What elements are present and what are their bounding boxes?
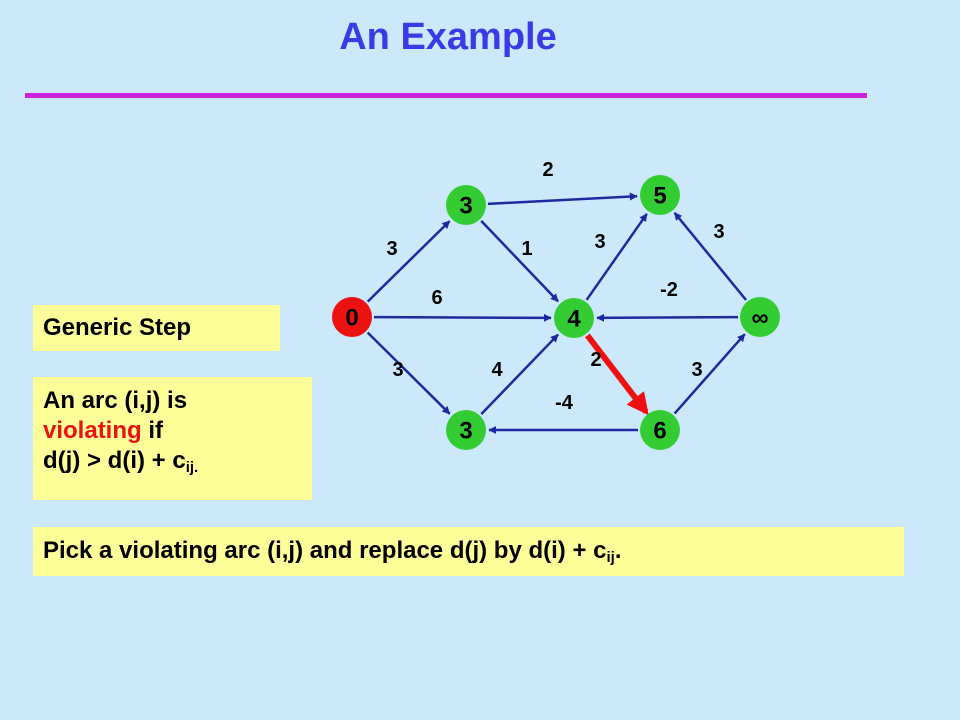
pick-arc-text: Pick a violating arc (i,j) and replace d…: [43, 537, 607, 564]
edge-label-s-e: 3: [392, 359, 403, 381]
violating-line-3: d(j) > d(i) + cij.: [43, 446, 312, 476]
edge-c-f-highlighted: [585, 333, 649, 416]
node-circle-b: [640, 175, 680, 215]
violating-line-1: An arc (i,j) is: [43, 387, 188, 414]
node-circle-f: [640, 410, 680, 450]
edge-label-e-c: 4: [491, 359, 503, 381]
node-f: 6: [640, 410, 680, 450]
edge-label-c-f: 2: [590, 349, 601, 371]
edge-label-d-c: -2: [660, 279, 678, 301]
edge-label-a-b: 2: [542, 159, 553, 181]
edge-label-f-d: 3: [691, 359, 702, 381]
generic-step-box: Generic Step: [33, 305, 280, 351]
edge-s-e: [366, 331, 451, 415]
edge-s-a: [366, 220, 451, 303]
node-a: 3: [446, 185, 486, 225]
edge-label-a-c: 1: [521, 238, 532, 260]
edge-label-c-b: 3: [594, 231, 605, 253]
edge-label-f-e: -4: [555, 392, 574, 414]
edge-d-b: [673, 211, 748, 301]
edge-s-c: [373, 313, 552, 322]
edge-label-s-c: 6: [431, 287, 442, 309]
node-label-c: 4: [567, 306, 581, 333]
node-circle-d: [740, 297, 780, 337]
node-s: 0: [332, 297, 372, 337]
node-circle-s: [332, 297, 372, 337]
node-label-d: ∞: [751, 305, 768, 332]
edge-label-s-a: 3: [386, 238, 397, 260]
node-label-e: 3: [459, 418, 472, 445]
violating-definition-box: An arc (i,j) is violating if d(j) > d(i)…: [33, 377, 312, 500]
generic-step-text: Generic Step: [43, 314, 192, 341]
edge-d-c: [596, 313, 739, 322]
node-b: 5: [640, 175, 680, 215]
title-underline: [25, 93, 867, 98]
node-circle-c: [554, 298, 594, 338]
violating-inequality-subscript: ij.: [185, 459, 199, 476]
violating-inequality: d(j) > d(i) + c: [43, 447, 186, 474]
page-title: An Example: [339, 16, 557, 58]
pick-arc-subscript: ij: [606, 549, 615, 566]
edge-a-c: [480, 220, 560, 303]
edge-a-b: [487, 192, 638, 206]
node-circle-a: [446, 185, 486, 225]
node-e: 3: [446, 410, 486, 450]
pick-arc-box: Pick a violating arc (i,j) and replace d…: [33, 527, 904, 576]
edge-c-b: [585, 213, 648, 301]
edge-e-c: [480, 333, 559, 416]
node-c: 4: [554, 298, 594, 338]
violating-line-2-rest: if: [141, 417, 163, 444]
pick-arc-tail: .: [614, 537, 622, 564]
node-label-s: 0: [345, 305, 358, 332]
node-label-f: 6: [653, 418, 666, 445]
edge-f-d: [673, 333, 746, 415]
node-label-a: 3: [459, 193, 472, 220]
edge-label-d-b: 3: [713, 221, 724, 243]
node-label-b: 5: [653, 183, 666, 210]
violating-word: violating: [43, 417, 142, 444]
node-d: ∞: [740, 297, 780, 337]
node-circle-e: [446, 410, 486, 450]
violating-line-2: violating if: [43, 416, 312, 446]
